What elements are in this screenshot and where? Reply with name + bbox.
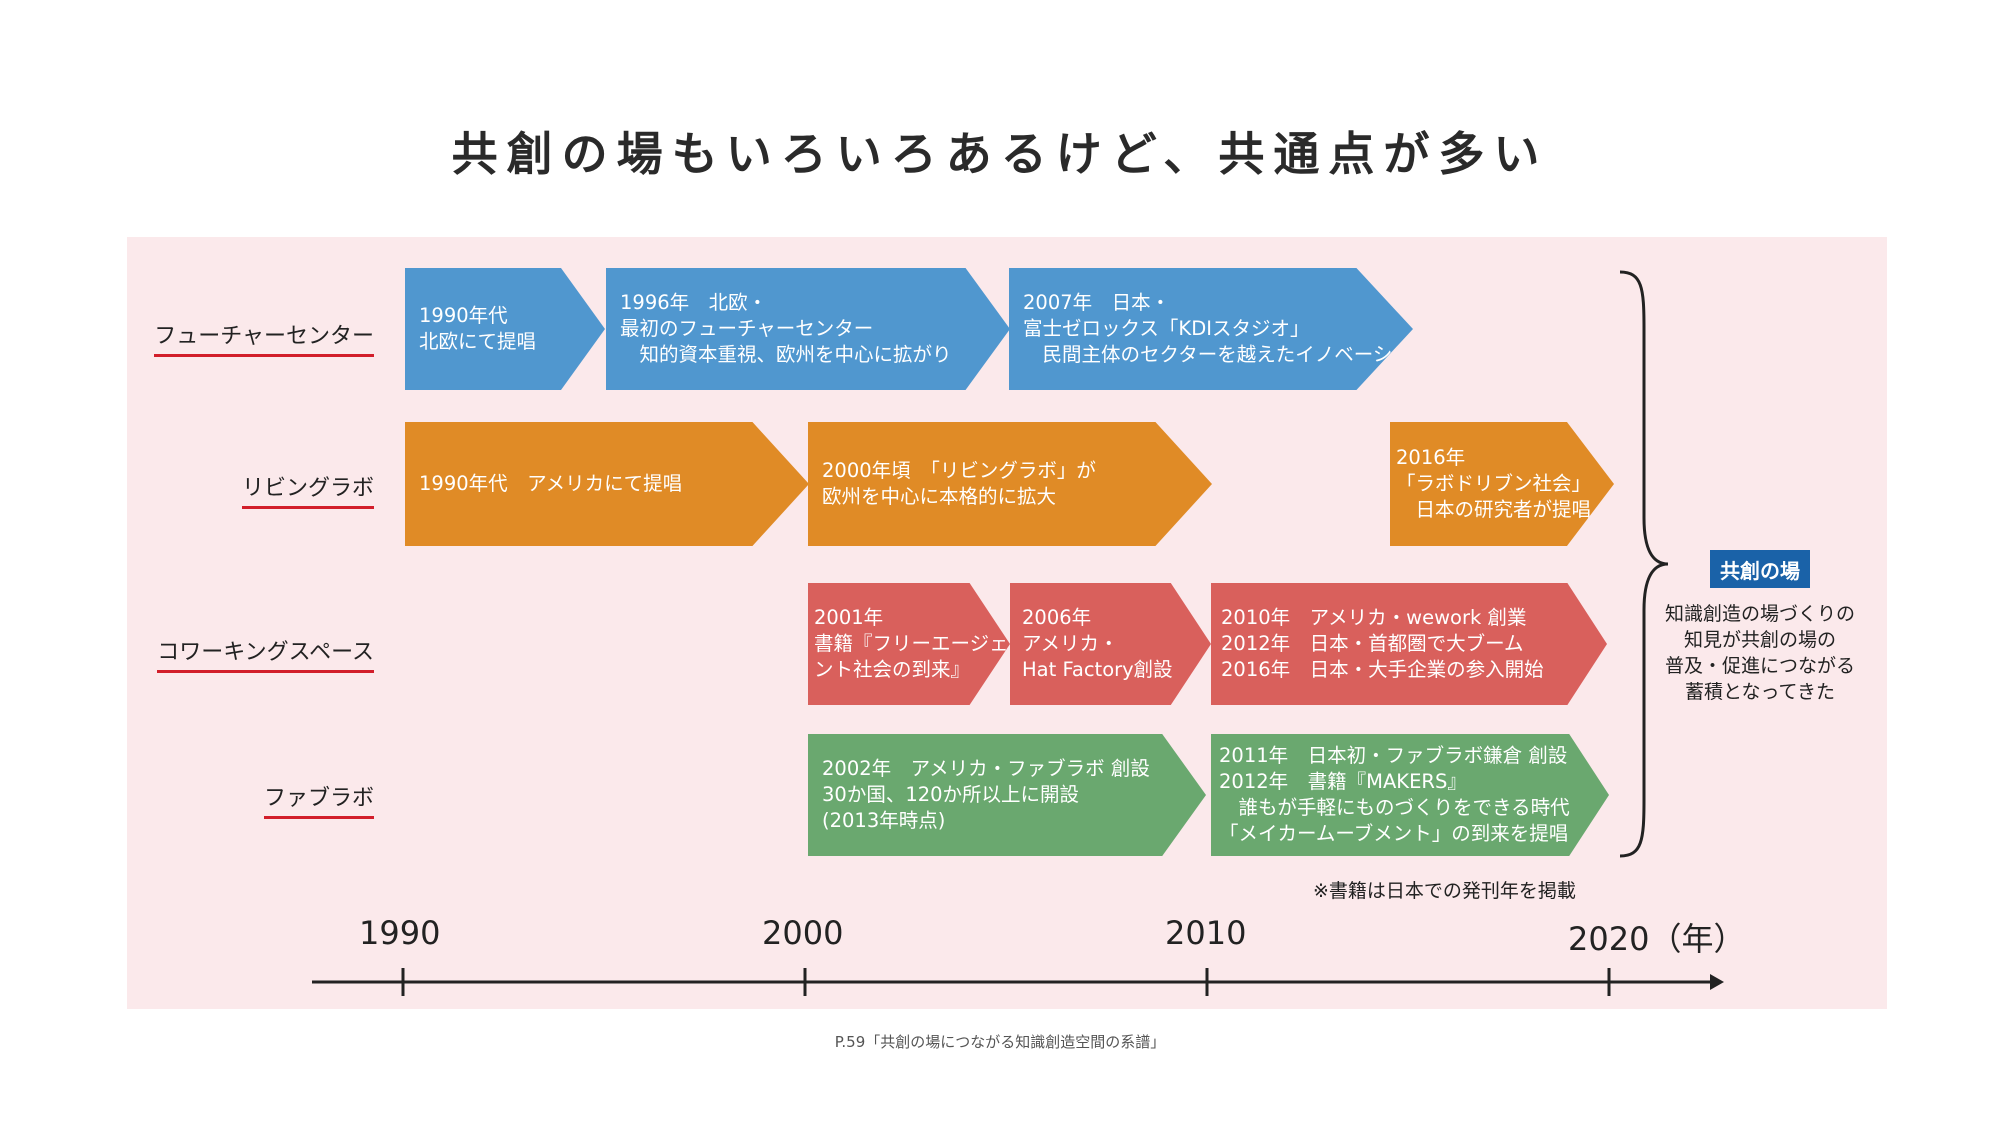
underline [154,354,374,357]
arrow-text: 1996年 北欧・ 最初のフューチャーセンター 知的資本重視、欧州を中心に拡がり [620,291,952,366]
axis-tick-2010: 2010 [1165,914,1247,952]
kyoso-badge: 共創の場 [1710,550,1810,588]
future-center-arrow-1996: 1996年 北欧・ 最初のフューチャーセンター 知的資本重視、欧州を中心に拡がり [606,268,1010,390]
arrow-text: 1990年代 アメリカにて提唱 [419,472,683,495]
living-lab-arrow-1990: 1990年代 アメリカにて提唱 [405,422,809,546]
fablab-arrow-2011: 2011年 日本初・ファブラボ鎌倉 創設 2012年 書籍『MAKERS』 誰も… [1211,734,1609,856]
axis-tick-2020-value: 2020 [1568,920,1650,958]
row-label-text: コワーキングスペース [157,640,374,665]
coworking-arrow-2010: 2010年 アメリカ・wework 創業 2012年 日本・首都圏で大ブーム 2… [1211,583,1607,705]
coworking-arrow-2006: 2006年 アメリカ・ Hat Factory創設 [1010,583,1211,705]
row-label-future-center: フューチャーセンター [154,318,374,357]
underline [157,670,374,673]
arrow-text: 2016年 「ラボドリブン社会」 日本の研究者が提唱 [1396,446,1592,521]
future-center-arrow-2007: 2007年 日本・ 富士ゼロックス「KDIスタジオ」 民間主体のセクターを越えた… [1009,268,1413,390]
time-axis [312,968,1724,996]
axis-tick-2020: 2020（年） [1568,914,1745,960]
row-label-text: リビングラボ [241,476,374,501]
summary-text: 知識創造の場づくりの 知見が共創の場の 普及・促進につながる 蓄積となってきた [1664,603,1855,703]
living-lab-arrow-2016: 2016年 「ラボドリブン社会」 日本の研究者が提唱 [1390,422,1614,546]
axis-tick-1990: 1990 [359,914,441,952]
arrow-text: 2010年 アメリカ・wework 創業 2012年 日本・首都圏で大ブーム 2… [1221,606,1544,681]
underline [263,816,374,819]
row-label-text: ファブラボ [263,786,374,811]
coworking-arrow-2001: 2001年 書籍『フリーエージェ ント社会の到来』 [808,583,1010,705]
arrow-text: 2006年 アメリカ・ Hat Factory創設 [1022,606,1173,681]
arrow-text: 2001年 書籍『フリーエージェ ント社会の到来』 [814,606,1009,681]
arrow-text: 2007年 日本・ 富士ゼロックス「KDIスタジオ」 民間主体のセクターを越えた… [1023,291,1432,366]
underline [241,506,374,509]
arrow-text: 2002年 アメリカ・ファブラボ 創設 30か国、120か所以上に開設 (201… [822,757,1150,832]
arrow-text: 1990年代 北欧にて提唱 [419,304,537,353]
axis-unit: （年） [1649,920,1746,958]
row-label-living-lab: リビングラボ [241,470,374,509]
future-center-arrow-1990: 1990年代 北欧にて提唱 [405,268,605,390]
curly-brace [1619,270,1669,858]
fablab-arrow-2002: 2002年 アメリカ・ファブラボ 創設 30か国、120か所以上に開設 (201… [808,734,1206,856]
page-title: 共創の場もいろいろあるけど、共通点が多い [451,127,1549,181]
row-label-coworking: コワーキングスペース [157,634,374,673]
caption: P.59「共創の場につながる知識創造空間の系譜」 [834,1033,1166,1051]
arrow-text: 2011年 日本初・ファブラボ鎌倉 創設 2012年 書籍『MAKERS』 誰も… [1219,744,1570,845]
arrow-text: 2000年頃 「リビングラボ」が 欧州を中心に本格的に拡大 [822,459,1096,508]
axis-tick-2000: 2000 [762,914,844,952]
row-label-text: フューチャーセンター [154,324,374,349]
living-lab-arrow-2000: 2000年頃 「リビングラボ」が 欧州を中心に本格的に拡大 [808,422,1212,546]
footnote: ※書籍は日本での発刊年を掲載 [1313,880,1576,902]
row-label-fablab: ファブラボ [263,780,374,819]
